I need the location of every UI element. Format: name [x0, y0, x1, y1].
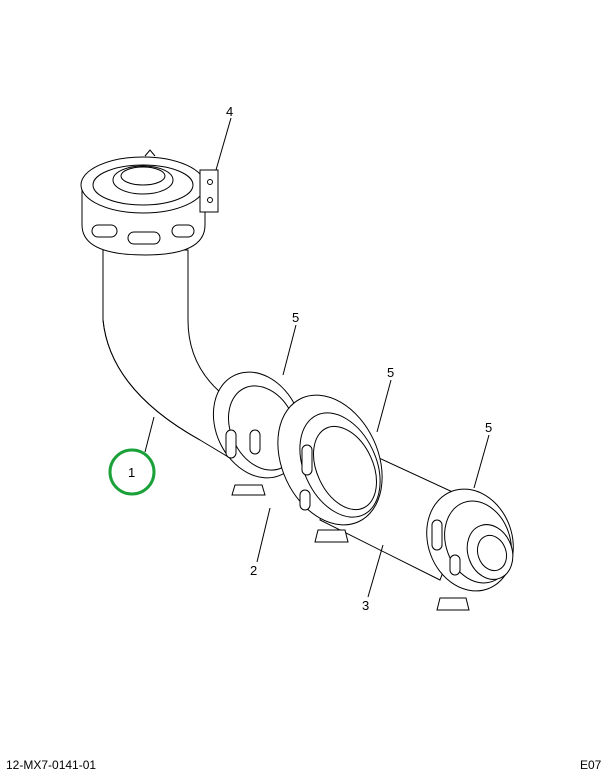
callout-5c: 5 — [485, 420, 492, 435]
callout-2: 2 — [250, 563, 257, 578]
callout-5b: 5 — [387, 365, 394, 380]
callout-4: 4 — [226, 104, 233, 119]
leader-lines — [144, 117, 490, 598]
top-clamp — [80, 149, 219, 256]
page-code: E07 — [580, 758, 602, 772]
callout-3: 3 — [362, 598, 369, 613]
clamp-band-5b — [277, 394, 383, 543]
callout-1-highlight — [108, 448, 156, 496]
clamp-band-5c — [426, 488, 514, 611]
callout-5a: 5 — [292, 310, 299, 325]
callout-1: 1 — [128, 465, 135, 480]
document-id: 12-MX7-0141-01 — [6, 758, 97, 772]
